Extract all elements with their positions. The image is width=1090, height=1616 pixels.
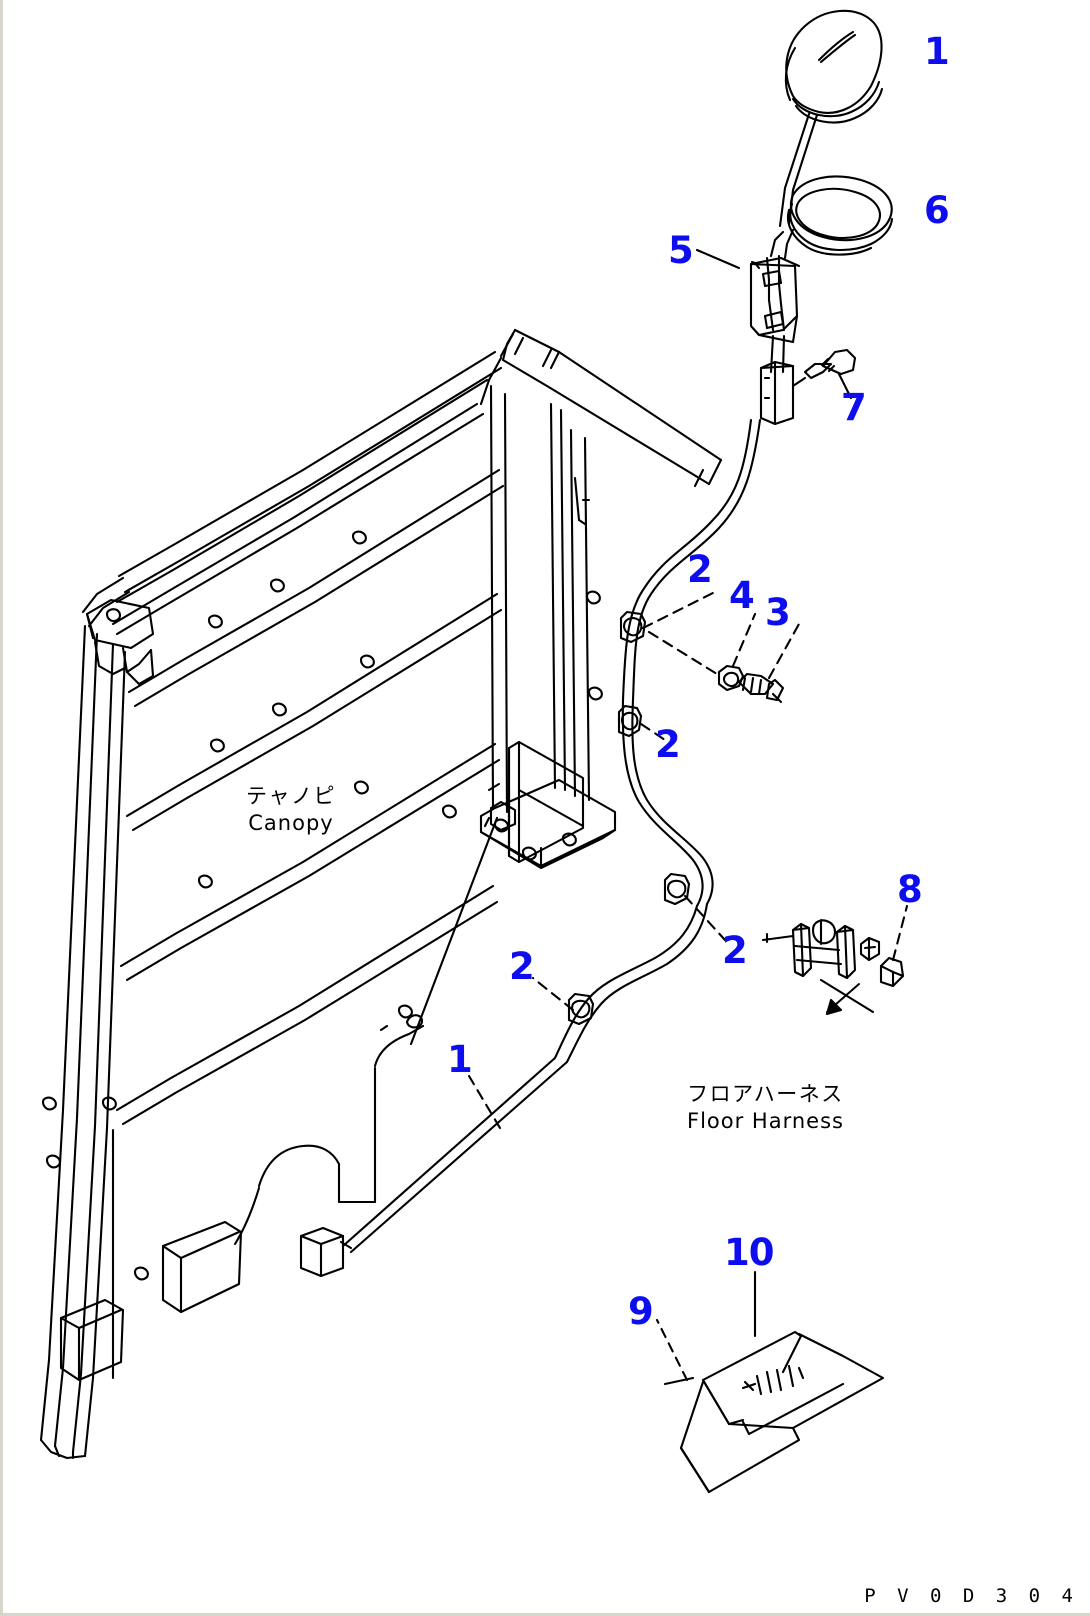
leader-4-lower (647, 630, 719, 676)
sheet-code: P V 0 D 3 0 4 (864, 1585, 1078, 1607)
leader-1-harness (467, 1074, 502, 1130)
bolt-7 (803, 348, 857, 380)
clamp-2-lower (663, 872, 691, 906)
mirror-post (759, 254, 795, 426)
callout-8-nut: 8 (897, 868, 923, 911)
callout-1-mirror: 1 (924, 30, 950, 73)
callout-2-clamp-mid: 2 (655, 723, 681, 766)
mirror-stem (778, 112, 819, 228)
harness-wire-main (621, 418, 762, 908)
floor-harness-label-japanese: フロアハーネス (687, 1082, 844, 1106)
harness-hook-wire (233, 1014, 425, 1246)
mirror-mounting-bracket (749, 256, 801, 344)
mirror-head (784, 9, 884, 124)
floor-harness-label: フロアハーネス Floor Harness (687, 1081, 844, 1135)
callout-6-mirror-ring: 6 (924, 189, 950, 232)
clamp-2-mid (617, 704, 643, 738)
clamp-2-upper (619, 610, 647, 644)
wire-end-connector (299, 1226, 353, 1278)
callout-4-washer: 4 (729, 574, 755, 617)
callout-10-plate: 10 (724, 1231, 774, 1274)
leader-2-lower (683, 894, 727, 942)
canopy-frame (39, 328, 723, 1460)
leader-2-mid (639, 722, 673, 746)
plate-10 (679, 1330, 885, 1494)
leader-2-upper (641, 590, 717, 630)
leader-2-bottom (531, 976, 575, 1012)
canopy-label: テャノピ Canopy (246, 783, 336, 837)
leader-7 (837, 372, 853, 400)
callout-2-clamp-lower: 2 (722, 929, 748, 972)
canopy-label-japanese: テャノピ (246, 784, 336, 808)
technical-drawing (39, 9, 909, 1494)
leader-4 (731, 612, 757, 668)
leader-9 (655, 1318, 689, 1382)
callout-2-clamp-bottom: 2 (509, 945, 535, 988)
callout-3-bolt: 3 (765, 591, 791, 634)
canopy-label-english: Canopy (248, 810, 334, 835)
harness-wire-lower (341, 902, 709, 1254)
bolt-3 (737, 672, 785, 704)
callout-7-bolt: 7 (841, 386, 867, 429)
washer-4 (717, 664, 745, 692)
floor-harness-label-english: Floor Harness (687, 1108, 844, 1133)
nut-8 (859, 936, 905, 988)
leader-5 (695, 248, 741, 270)
callout-1-harness: 1 (447, 1038, 473, 1081)
floor-harness-connector (761, 918, 875, 1016)
leader-8 (891, 904, 909, 962)
leader-3 (767, 622, 801, 680)
callout-9-plate: 9 (628, 1290, 654, 1333)
callout-2-clamp-upper: 2 (687, 548, 713, 591)
leader-7-to-post (791, 376, 807, 388)
callout-5-bracket: 5 (668, 229, 694, 272)
mirror-ring (769, 175, 894, 260)
